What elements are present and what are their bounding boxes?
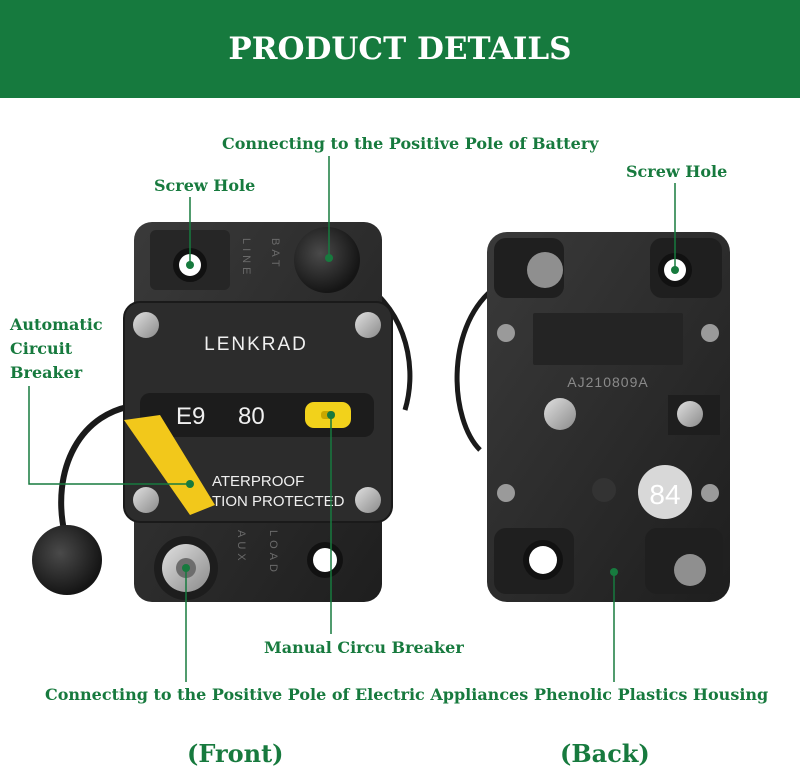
number-badge-text: 84 (649, 479, 680, 510)
label-screw-hole-front: Screw Hole (154, 176, 256, 195)
label-screw-hole-back: Screw Hole (626, 162, 728, 181)
caption-back: (Back) (560, 739, 650, 768)
callout-lines (28, 156, 676, 682)
callout-dots (182, 254, 679, 576)
label-housing: Phenolic Plastics Housing (534, 685, 769, 704)
front-screw-hole-bottom (313, 548, 337, 572)
serial-number: AJ210809A (567, 374, 648, 390)
label-manual-breaker: Manual Circu Breaker (264, 638, 464, 657)
amp-rating: 80 (238, 403, 265, 430)
terminal-load-label: LOAD (267, 530, 279, 576)
label-positive-appliances: Connecting to the Positive Pole of Elect… (45, 685, 529, 704)
waterproof-text-1: ATERPROOF (212, 473, 304, 490)
terminal-aux-label: AUX (235, 530, 247, 565)
label-automatic-breaker-1: Automatic (10, 315, 103, 334)
front-device: LINE BAT LENKRAD E9 80 ATERPROOF TION PR… (32, 222, 413, 602)
page-title: PRODUCT DETAILS (228, 31, 572, 67)
model-code: E9 (176, 403, 205, 430)
header-banner: PRODUCT DETAILS (0, 0, 800, 98)
number-badge (638, 465, 692, 519)
protective-cap (32, 525, 102, 595)
back-device: AJ210809A 84 (454, 232, 730, 602)
label-automatic-breaker-3: Breaker (10, 363, 83, 382)
automatic-trip-lever (124, 415, 215, 515)
waterproof-text-2: TION PROTECTED (212, 493, 345, 510)
caption-front: (Front) (187, 739, 284, 768)
terminal-bat-label: BAT (269, 238, 281, 271)
terminal-line-label: LINE (240, 238, 252, 278)
label-automatic-breaker-2: Circuit (10, 339, 73, 358)
brand-logo: LENKRAD (204, 334, 308, 355)
label-positive-battery: Connecting to the Positive Pole of Batte… (222, 134, 599, 153)
